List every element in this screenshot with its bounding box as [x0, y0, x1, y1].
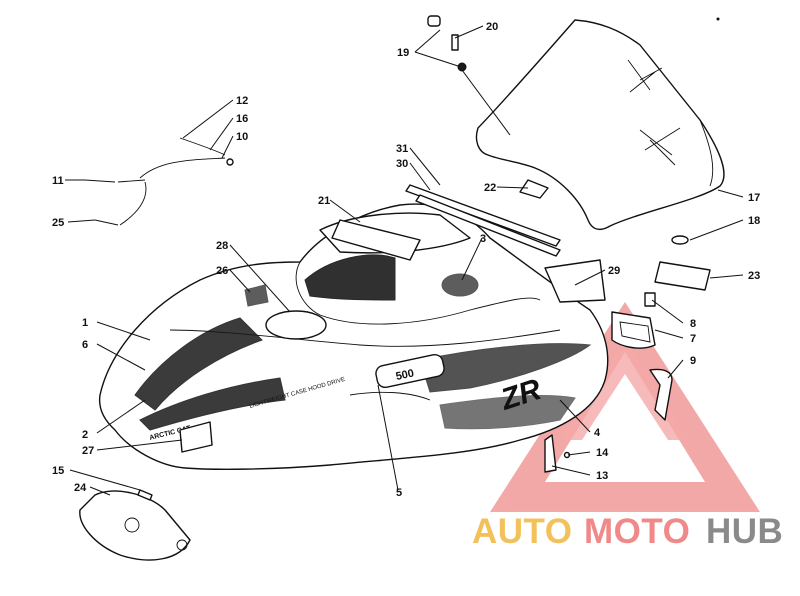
- watermark-triangle-icon: [490, 302, 760, 512]
- callout-14: 14: [596, 447, 609, 459]
- watermark-moto: MOTO: [584, 512, 690, 551]
- callout-17: 17: [748, 192, 760, 204]
- callout-22: 22: [484, 182, 496, 194]
- callout-26: 26: [216, 265, 228, 277]
- small-parts: [79, 15, 711, 561]
- callout-7: 7: [690, 333, 696, 345]
- hood-emblem: [265, 310, 327, 340]
- callout-3: 3: [480, 233, 486, 245]
- callout-30: 30: [396, 158, 408, 170]
- callout-16: 16: [236, 113, 248, 125]
- callout-19: 19: [397, 47, 409, 59]
- callout-20: 20: [486, 21, 498, 33]
- callout-9: 9: [690, 355, 696, 367]
- model-badge-text: 500: [395, 367, 415, 383]
- callout-18: 18: [748, 215, 760, 227]
- watermark-hub: HUB: [706, 512, 783, 551]
- callout-2: 2: [82, 429, 88, 441]
- callout-31: 31: [396, 143, 408, 155]
- callout-10: 10: [236, 131, 248, 143]
- callout-6: 6: [82, 339, 88, 351]
- watermark-auto: AUTO: [472, 512, 573, 551]
- callout-15: 15: [52, 465, 64, 477]
- callout-4: 4: [594, 427, 601, 439]
- callout-1: 1: [82, 317, 88, 329]
- callout-23: 23: [748, 270, 760, 282]
- callout-numbers: 1 2 3 4 5 6 7 8 9 10 11 12 13 14 15 16 1…: [52, 21, 760, 499]
- callout-11: 11: [52, 175, 64, 187]
- callout-28: 28: [216, 240, 228, 252]
- leader-lines: [65, 25, 744, 496]
- callout-8: 8: [690, 318, 696, 330]
- callout-29: 29: [608, 265, 620, 277]
- windshield: [475, 17, 725, 231]
- watermark-text: AUTO MOTO HUB: [472, 512, 783, 551]
- watermark-logo: [490, 302, 760, 512]
- callout-25: 25: [52, 217, 64, 229]
- callout-13: 13: [596, 470, 608, 482]
- callout-21: 21: [318, 195, 330, 207]
- callout-5: 5: [396, 487, 402, 499]
- callout-12: 12: [236, 95, 248, 107]
- callout-24: 24: [74, 482, 87, 494]
- callout-27: 27: [82, 445, 94, 457]
